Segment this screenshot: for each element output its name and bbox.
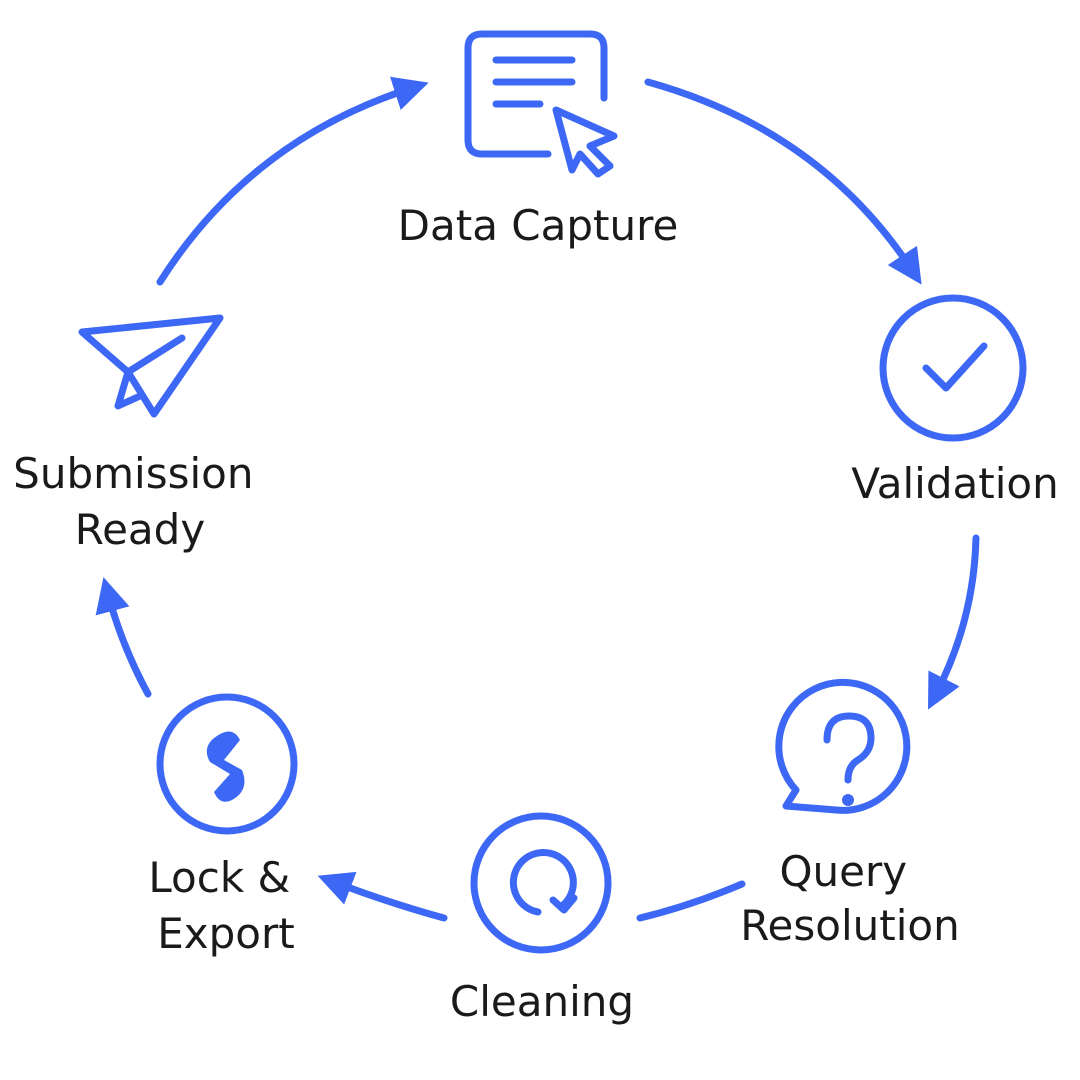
stage-validation: Validation xyxy=(851,294,1059,508)
stage-lock-export: Lock & Export xyxy=(148,693,303,958)
stage-label: Query Resolution xyxy=(740,847,959,950)
question-bubble-icon xyxy=(775,678,911,814)
paper-plane-icon xyxy=(78,314,224,418)
stage-label: Cleaning xyxy=(450,977,634,1026)
stage-label-line: Resolution xyxy=(740,901,959,950)
stage-label-line: Submission xyxy=(13,449,253,498)
flash-circle-icon xyxy=(156,693,298,835)
form-cursor-icon xyxy=(464,30,618,178)
stage-label-line: Validation xyxy=(851,459,1058,508)
stage-label-line: Cleaning xyxy=(450,977,634,1026)
arrow-capture-to-validation xyxy=(644,78,922,285)
arrow-cleaning-to-lock xyxy=(317,871,448,922)
stage-label-line: Query xyxy=(780,847,908,896)
arrow-query-to-cleaning xyxy=(636,880,746,922)
stage-data-capture: Data Capture xyxy=(398,30,679,250)
stage-query-resolution: Query Resolution xyxy=(740,678,960,950)
stage-label: Validation xyxy=(851,459,1058,508)
cycle-arrows xyxy=(95,76,980,922)
stage-label: Data Capture xyxy=(398,201,679,250)
stage-label-line: Export xyxy=(157,909,294,958)
stage-submission-ready: Submission Ready xyxy=(13,314,267,554)
stage-label: Lock & Export xyxy=(148,853,303,958)
arrow-submission-to-capture xyxy=(156,76,429,286)
stage-label-line: Ready xyxy=(75,505,205,554)
stage-cleaning: Cleaning xyxy=(450,812,634,1026)
refresh-circle-icon xyxy=(470,812,612,954)
arrow-lock-to-submission xyxy=(95,577,152,698)
stage-label-line: Data Capture xyxy=(398,201,679,250)
stage-label-line: Lock & xyxy=(148,853,290,902)
check-circle-icon xyxy=(879,294,1027,442)
arrow-validation-to-query xyxy=(928,534,980,710)
stage-label: Submission Ready xyxy=(13,449,267,554)
